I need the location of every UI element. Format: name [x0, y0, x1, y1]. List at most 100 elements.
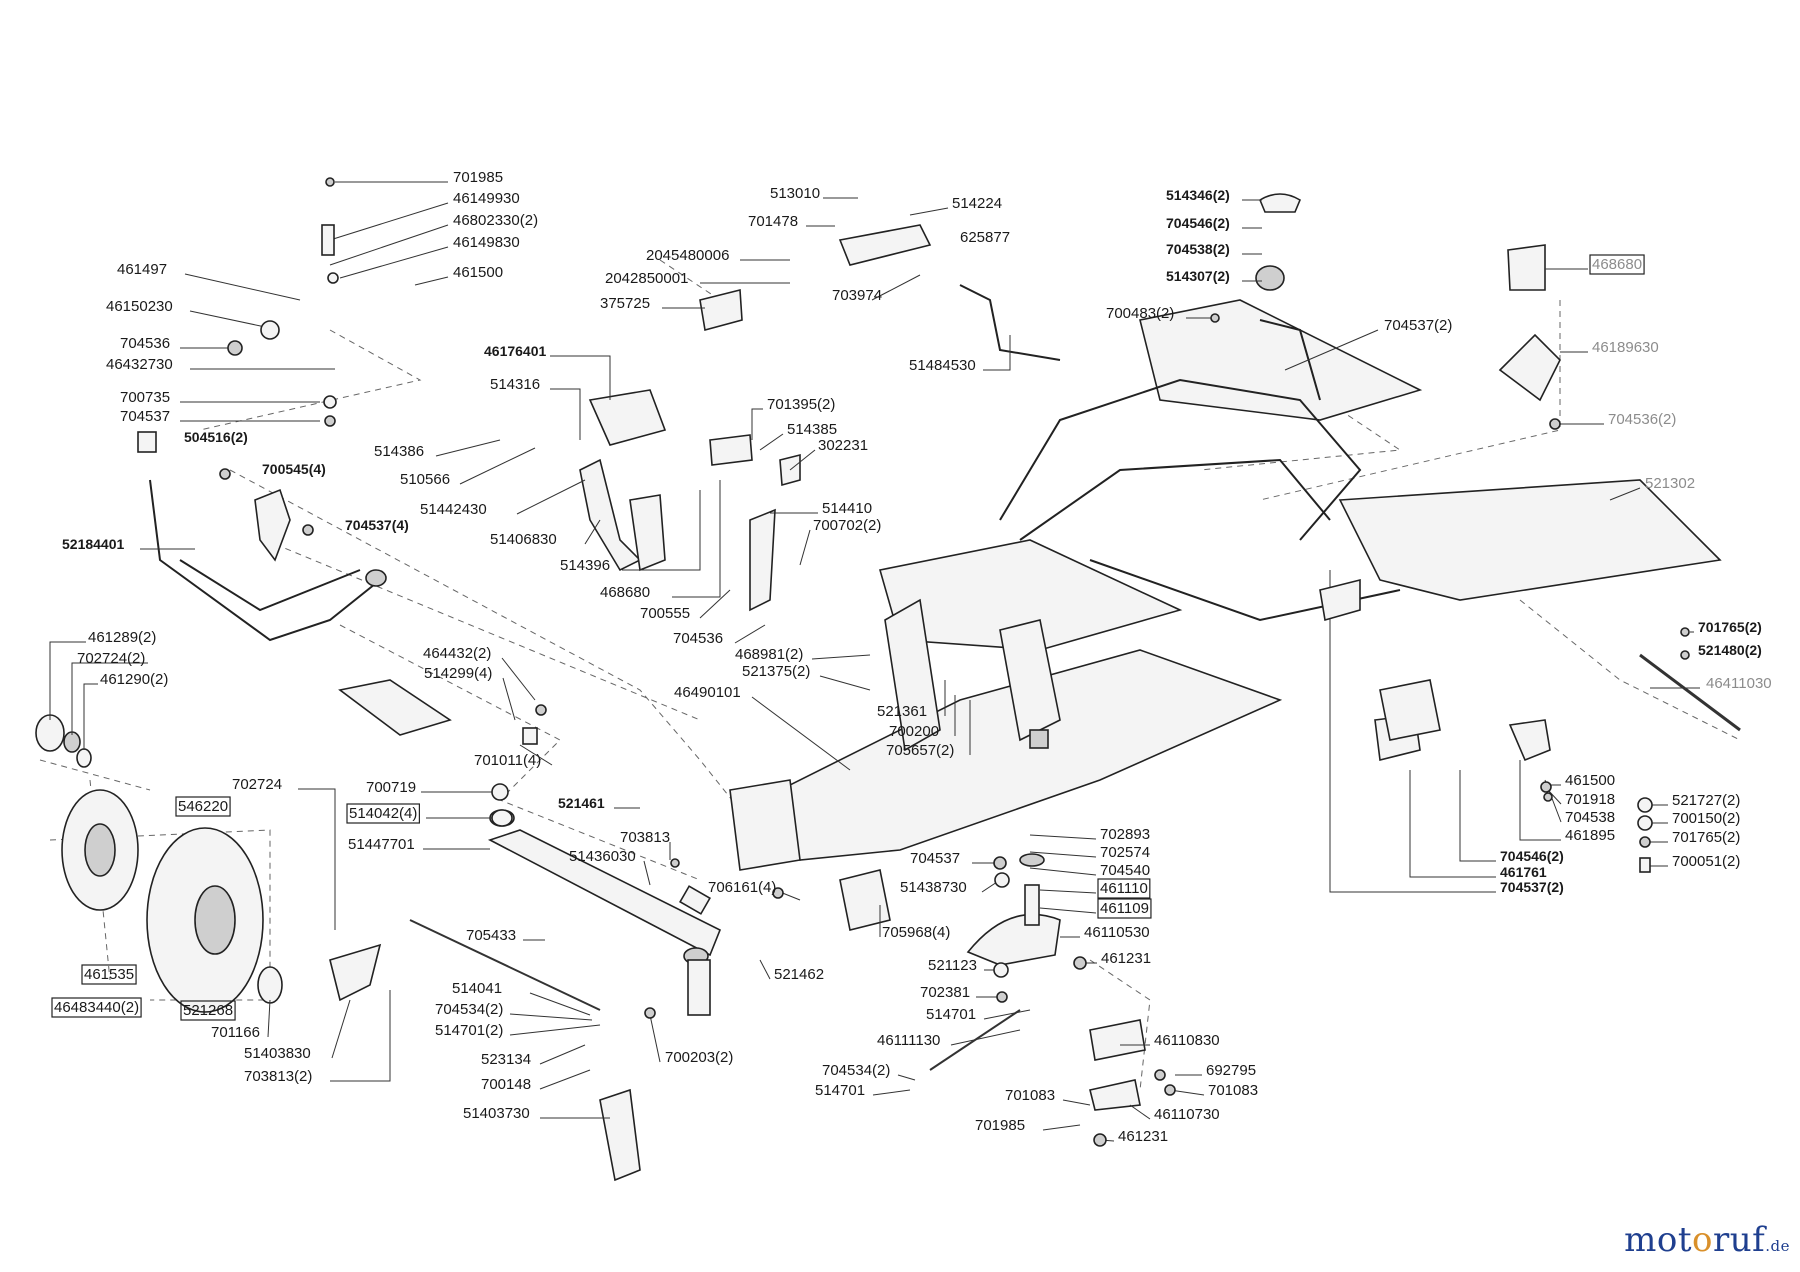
leader-lines	[49, 181, 1700, 1142]
part-label: 461231	[1118, 1128, 1168, 1145]
part-label: 706161(4)	[708, 879, 776, 896]
part-label-box	[51, 997, 142, 1018]
part-label: 701765(2)	[1672, 829, 1740, 846]
part-label: 46483440(2)	[54, 999, 139, 1016]
part-label: 700719	[366, 779, 416, 796]
part-label: 510566	[400, 471, 450, 488]
part-label: 521462	[774, 966, 824, 983]
part-label: 461500	[453, 264, 503, 281]
part-label: 461109	[1100, 900, 1149, 917]
part-label: 521123	[928, 957, 977, 974]
part-label: 704546(2)	[1500, 848, 1564, 864]
part-label-box	[175, 796, 231, 817]
part-label: 461535	[84, 966, 134, 983]
part-label: 514386	[374, 443, 424, 460]
part-label: 51442430	[420, 501, 487, 518]
part-label: 702893	[1100, 826, 1150, 843]
part-label: 700051(2)	[1672, 853, 1740, 870]
part-label: 701765(2)	[1698, 619, 1762, 635]
front-wheel	[35, 714, 283, 1013]
part-label: 704537	[910, 850, 960, 867]
logo-text-mot: mot	[1624, 1220, 1693, 1260]
part-label: 2042850001	[605, 270, 688, 287]
part-label: 504516(2)	[184, 429, 248, 445]
part-label: 514299(4)	[424, 665, 492, 682]
part-label: 514307(2)	[1166, 268, 1230, 284]
part-label: 701478	[748, 213, 798, 230]
part-label: 461290(2)	[100, 671, 168, 688]
part-label: 704537	[120, 408, 170, 425]
part-label: 46111130	[877, 1032, 940, 1049]
part-label: 302231	[818, 437, 868, 454]
part-label: 702574	[1100, 844, 1150, 861]
part-label: 704537(2)	[1500, 879, 1564, 895]
part-label: 514041	[452, 980, 502, 997]
part-label: 52184401	[62, 536, 125, 552]
part-label: 700483(2)	[1106, 305, 1174, 322]
part-label: 701395(2)	[767, 396, 835, 413]
part-label: 46149930	[453, 190, 520, 207]
part-label: 46189630	[1592, 339, 1659, 356]
part-label: 705433	[466, 927, 516, 944]
part-label: 461500	[1565, 772, 1615, 789]
part-label: 704537(4)	[345, 517, 409, 533]
part-label-box	[1097, 898, 1152, 919]
part-label: 704546(2)	[1166, 215, 1230, 231]
part-label: 700150(2)	[1672, 810, 1740, 827]
part-label: 521461	[558, 795, 605, 811]
part-label: 692795	[1206, 1062, 1256, 1079]
part-label: 46110830	[1154, 1032, 1220, 1049]
part-label: 521302	[1645, 475, 1695, 492]
part-label: 546220	[178, 798, 228, 815]
part-label: 46110530	[1084, 924, 1150, 941]
part-label: 461231	[1101, 950, 1151, 967]
part-label: 700702(2)	[813, 517, 881, 534]
part-label: 46490101	[674, 684, 741, 701]
steering-assembly	[329, 653, 1741, 1182]
part-label: 51436030	[569, 848, 636, 865]
part-label: 2045480006	[646, 247, 729, 264]
part-label: 704540	[1100, 862, 1150, 879]
part-label: 514701(2)	[435, 1022, 503, 1039]
part-label: 700555	[640, 605, 690, 622]
part-label: 523134	[481, 1051, 531, 1068]
part-label: 703813	[620, 829, 670, 846]
part-label: 51484530	[909, 357, 976, 374]
part-label: 704534(2)	[435, 1001, 503, 1018]
part-label-box	[346, 803, 420, 824]
motoruf-logo: motoruf.de	[1624, 1220, 1790, 1260]
part-label: 701985	[975, 1117, 1025, 1134]
part-label: 702381	[920, 984, 970, 1001]
part-label: 704536	[673, 630, 723, 647]
part-label: 521361	[877, 703, 927, 720]
part-label: 701166	[211, 1024, 260, 1041]
part-label: 464432(2)	[423, 645, 491, 662]
part-label: 46150230	[106, 298, 173, 315]
part-label: 461761	[1500, 864, 1547, 880]
part-label: 704537(2)	[1384, 317, 1452, 334]
front-bumper	[149, 479, 387, 642]
part-label: 704534(2)	[822, 1062, 890, 1079]
part-label: 704538	[1565, 809, 1615, 826]
front-axle	[487, 809, 722, 1016]
part-label: 702724	[232, 776, 282, 793]
part-label: 701011(4)	[474, 752, 541, 769]
part-label-box	[1589, 254, 1645, 275]
logo-text-ruf: ruf	[1713, 1220, 1766, 1260]
pedal-assembly	[579, 193, 1561, 612]
part-label: 46432730	[106, 356, 173, 373]
part-label: 704538(2)	[1166, 241, 1230, 257]
part-label: 46411030	[1706, 675, 1772, 692]
hardware-markers	[137, 177, 1690, 1147]
part-label: 701985	[453, 169, 503, 186]
part-label: 51403730	[463, 1105, 530, 1122]
part-label: 514316	[490, 376, 540, 393]
part-label: 705657(2)	[886, 742, 954, 759]
chassis-frame	[729, 299, 1722, 931]
part-label: 461497	[117, 261, 167, 278]
part-label: 514346(2)	[1166, 187, 1230, 203]
part-label: 700735	[120, 389, 170, 406]
part-label: 521268	[183, 1002, 233, 1019]
part-label: 514410	[822, 500, 872, 517]
